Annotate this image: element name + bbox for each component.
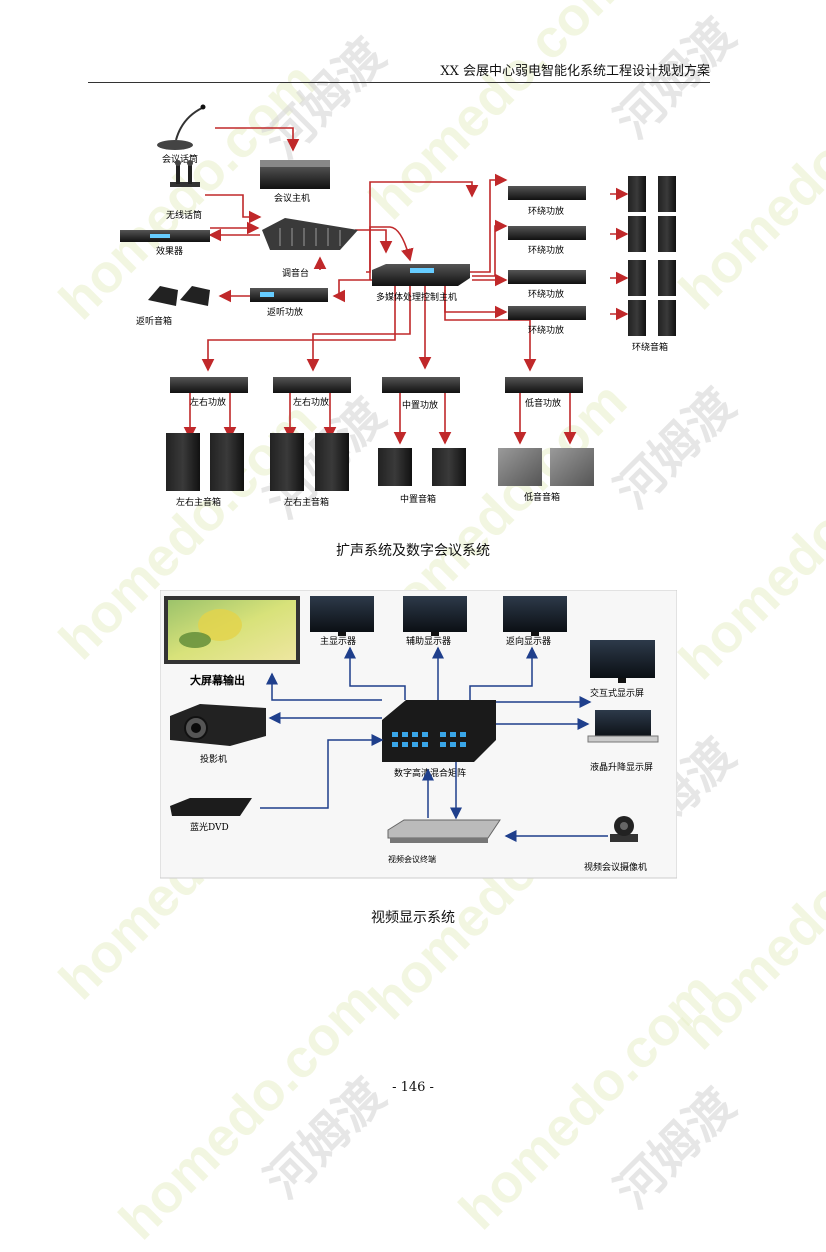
bluray-icon	[170, 798, 252, 816]
watermark: homedo.com	[107, 970, 389, 1252]
figure1-caption: 扩声系统及数字会议系统	[336, 543, 490, 559]
label-main-display: 主显示器	[320, 635, 356, 647]
label-projector: 投影机	[200, 753, 227, 765]
header-title: XX 会展中心弱电智能化系统工程设计规划方案	[440, 64, 710, 79]
label-center-amp: 中置功放	[402, 399, 438, 411]
big-screen-image	[164, 596, 300, 664]
label-center-spk: 中置音箱	[400, 493, 436, 505]
label-surround-amp: 环绕功放	[528, 288, 564, 300]
processor-icon	[372, 264, 470, 286]
label-aux-display: 辅助显示器	[406, 635, 451, 647]
wireless-mic-icon	[170, 160, 200, 187]
label-conf-host: 会议主机	[274, 192, 310, 204]
label-surround-amp: 环绕功放	[528, 244, 564, 256]
label-bluray: 蓝光DVD	[190, 821, 229, 833]
label-monitor-amp: 返听功放	[267, 306, 303, 318]
page-number: - 146 -	[392, 1080, 434, 1095]
label-lcd-lift: 液晶升降显示屏	[590, 761, 653, 773]
figure2-caption: 视频显示系统	[371, 910, 455, 926]
label-lr-amp: 左右功放	[190, 396, 226, 408]
display-monitors	[310, 596, 567, 636]
lr-speakers	[166, 433, 349, 491]
video-system-diagram: 大屏幕输出 主显示器 辅助显示器 返向显示器 交互式显示屏 液晶升降显示屏 投影…	[160, 590, 677, 879]
label-lr-amp: 左右功放	[293, 396, 329, 408]
label-surround-amp: 环绕功放	[528, 324, 564, 336]
surround-speakers	[628, 176, 676, 336]
label-surround-amp: 环绕功放	[528, 205, 564, 217]
conference-host-icon	[260, 160, 330, 189]
label-sub-spk: 低音音箱	[524, 491, 560, 503]
effects-unit-icon	[120, 230, 210, 242]
label-effects: 效果器	[156, 245, 183, 257]
label-wireless-mic: 无线话筒	[166, 209, 202, 221]
label-lr-spk: 左右主音箱	[284, 496, 329, 508]
label-camera: 视频会议摄像机	[584, 861, 647, 873]
lower-amps	[170, 377, 583, 393]
mixer-icon	[262, 218, 358, 250]
monitor-speaker-icon	[148, 286, 210, 306]
label-mixer: 调音台	[282, 267, 309, 279]
label-terminal: 视频会议终端	[388, 854, 436, 864]
sound-system-diagram: 会议话筒 会议主机 无线话筒 效果器 调音台 多媒体处理控制主机 返听功放 返听…	[120, 104, 676, 508]
conference-mic-icon	[157, 104, 206, 150]
label-return-display: 返向显示器	[506, 635, 551, 647]
matrix-icon	[382, 700, 496, 762]
terminal-icon	[387, 819, 501, 843]
interactive-display-icon	[590, 640, 655, 683]
signal-arrows	[183, 127, 629, 445]
center-speakers	[378, 448, 466, 486]
watermark: homedo.com	[447, 960, 729, 1242]
camera-icon	[610, 816, 638, 842]
video-arrows	[260, 646, 608, 842]
label-big-screen: 大屏幕输出	[190, 673, 245, 687]
label-surround-spk: 环绕音箱	[632, 341, 668, 353]
projector-icon	[170, 704, 266, 746]
lcd-lift-icon	[587, 710, 659, 743]
label-processor: 多媒体处理控制主机	[376, 291, 457, 303]
monitor-amp-icon	[250, 288, 328, 302]
surround-amps	[508, 186, 586, 320]
label-lr-spk: 左右主音箱	[176, 496, 221, 508]
label-matrix: 数字高清混合矩阵	[394, 767, 466, 779]
label-monitor-spk: 返听音箱	[136, 315, 172, 327]
page-header: XX 会展中心弱电智能化系统工程设计规划方案	[88, 60, 710, 83]
label-interactive: 交互式显示屏	[590, 687, 644, 699]
label-sub-amp: 低音功放	[525, 397, 561, 409]
sub-speakers	[498, 448, 594, 486]
